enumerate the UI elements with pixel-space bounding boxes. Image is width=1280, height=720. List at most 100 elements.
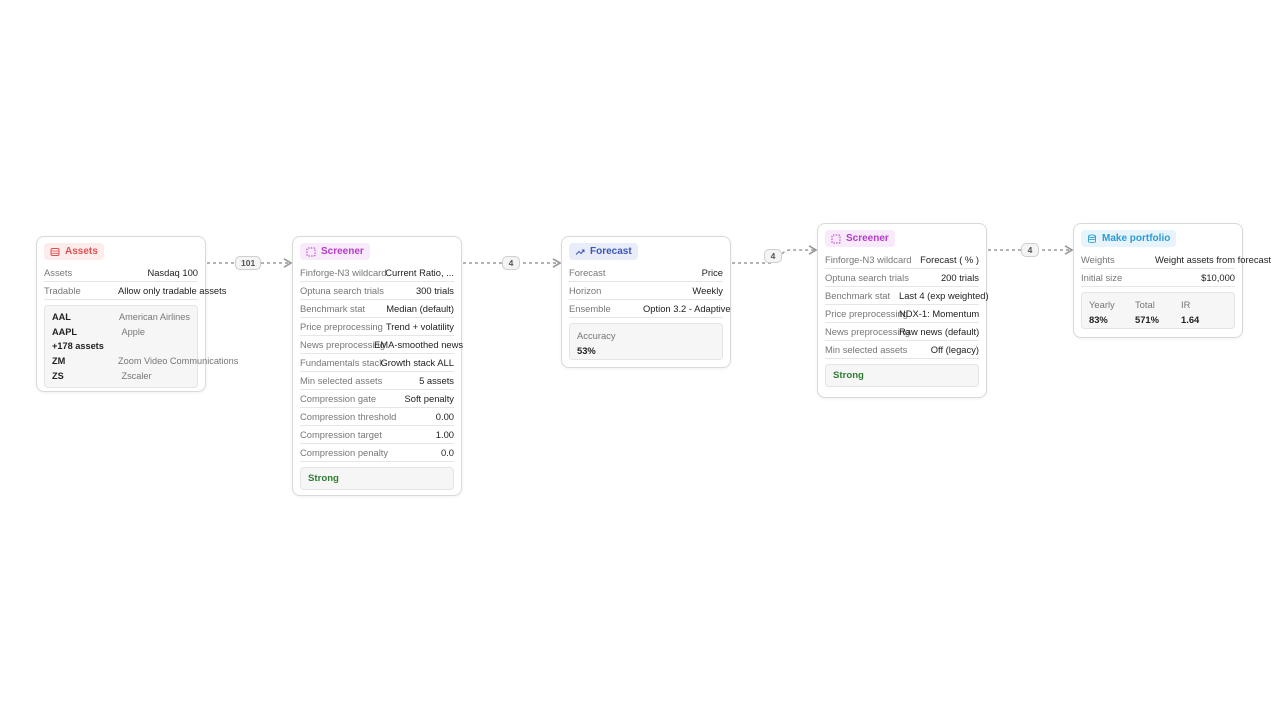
screener-node-header: Screener [825,230,895,247]
param-label: Initial size [1081,272,1123,283]
assets-node[interactable]: Assets Assets Nasdaq 100 Tradable Allow … [36,236,239,392]
param-row[interactable]: Tradable Allow only tradable assets [44,282,226,300]
param-label: Optuna search trials [825,272,909,283]
asset-ticker: ZM [52,356,66,367]
node-title: Forecast [590,246,632,257]
param-value: Option 3.2 - Adaptive [643,303,731,314]
param-value: NDX-1: Momentum [899,308,980,319]
portfolio-metrics: Yearly 83% Total 571% IR 1.64 [1081,292,1235,329]
param-label: Compression threshold [300,411,397,422]
param-value: Price [701,267,723,278]
metric-total: Total 571% [1135,299,1181,325]
asset-name: Apple [121,326,145,337]
param-value: 1.00 [435,429,454,440]
param-label: Finforge-N3 wildcard [825,254,912,265]
verdict-badge: Strong [825,364,979,387]
param-label: Price preprocessing [300,321,383,332]
param-label: Assets [44,267,73,278]
param-row[interactable]: Compression penalty 0.0 [300,444,454,462]
node-title: Make portfolio [1102,233,1171,244]
asset-ticker: ZS [52,370,64,381]
database-stack-icon [1087,233,1097,244]
param-label: Forecast [569,267,606,278]
metric-yearly: Yearly 83% [1089,299,1135,325]
edge-count-badge: 4 [764,249,782,263]
param-row[interactable]: Optuna search trials 200 trials [825,269,979,287]
param-label: Compression penalty [300,447,389,458]
param-value: 0.0 [440,447,454,458]
param-value: EMA-smoothed news [374,339,464,350]
param-value: 200 trials [940,272,979,283]
param-label: Finforge-N3 wildcard [300,267,387,278]
param-label: Benchmark stat [825,290,891,301]
list-item[interactable]: +178 assets [52,339,190,354]
param-value: 0.00 [435,411,454,422]
param-row[interactable]: Assets Nasdaq 100 [44,264,198,282]
accuracy-value: 53% [577,345,596,356]
param-label: Weights [1081,254,1115,265]
dashed-square-icon [831,234,841,244]
param-value: Off (legacy) [930,344,979,355]
param-label: Min selected assets [300,375,383,386]
param-label: Min selected assets [825,344,908,355]
database-icon [50,247,60,257]
accuracy-box: Accuracy 53% [569,323,723,360]
asset-list: AAL American Airlines AAPL Apple +178 as… [44,305,239,388]
metric-ir: IR 1.64 [1181,299,1227,325]
more-assets-count: +178 assets [52,341,104,352]
param-value: Growth stack ALL [380,357,454,368]
param-row[interactable]: Initial size $10,000 [1081,269,1235,287]
screener-node-header: Screener [300,243,370,260]
param-row[interactable]: Forecast Price [569,264,723,282]
param-value: Last 4 (exp weighted) [899,290,989,301]
param-label: Fundamentals stack [300,357,384,368]
metric-label: Yearly [1089,299,1115,310]
param-value: Median (default) [386,303,454,314]
param-row[interactable]: Benchmark stat Last 4 (exp weighted) [825,287,989,305]
verdict-badge: Strong [300,467,454,490]
param-row[interactable]: Min selected assets Off (legacy) [825,341,979,359]
metric-label: Total [1135,299,1155,310]
edge-count-badge: 4 [1021,243,1039,257]
param-value: Weekly [692,285,723,296]
list-item: AAPL Apple [52,325,190,340]
param-label: Tradable [44,285,81,296]
metric-value: 1.64 [1181,314,1200,325]
metric-value: 83% [1089,314,1108,325]
param-value: Soft penalty [404,393,454,404]
param-label: News preprocessing [300,339,385,350]
metric-label: IR [1181,299,1191,310]
param-row[interactable]: Compression threshold 0.00 [300,408,454,426]
edge-count-badge: 101 [235,256,262,270]
node-title: Assets [65,246,98,257]
asset-name: Zoom Video Communications [118,356,239,367]
asset-name: Zscaler [121,370,152,381]
accuracy-label: Accuracy [577,330,616,341]
param-row[interactable]: Compression target 1.00 [300,426,454,444]
asset-ticker: AAL [52,312,71,323]
list-item: ZM Zoom Video Communications [52,354,239,369]
node-title: Screener [321,246,364,257]
asset-name: American Airlines [119,312,190,323]
asset-ticker: AAPL [52,326,78,337]
param-label: Compression target [300,429,382,440]
param-value: $10,000 [1201,272,1235,283]
